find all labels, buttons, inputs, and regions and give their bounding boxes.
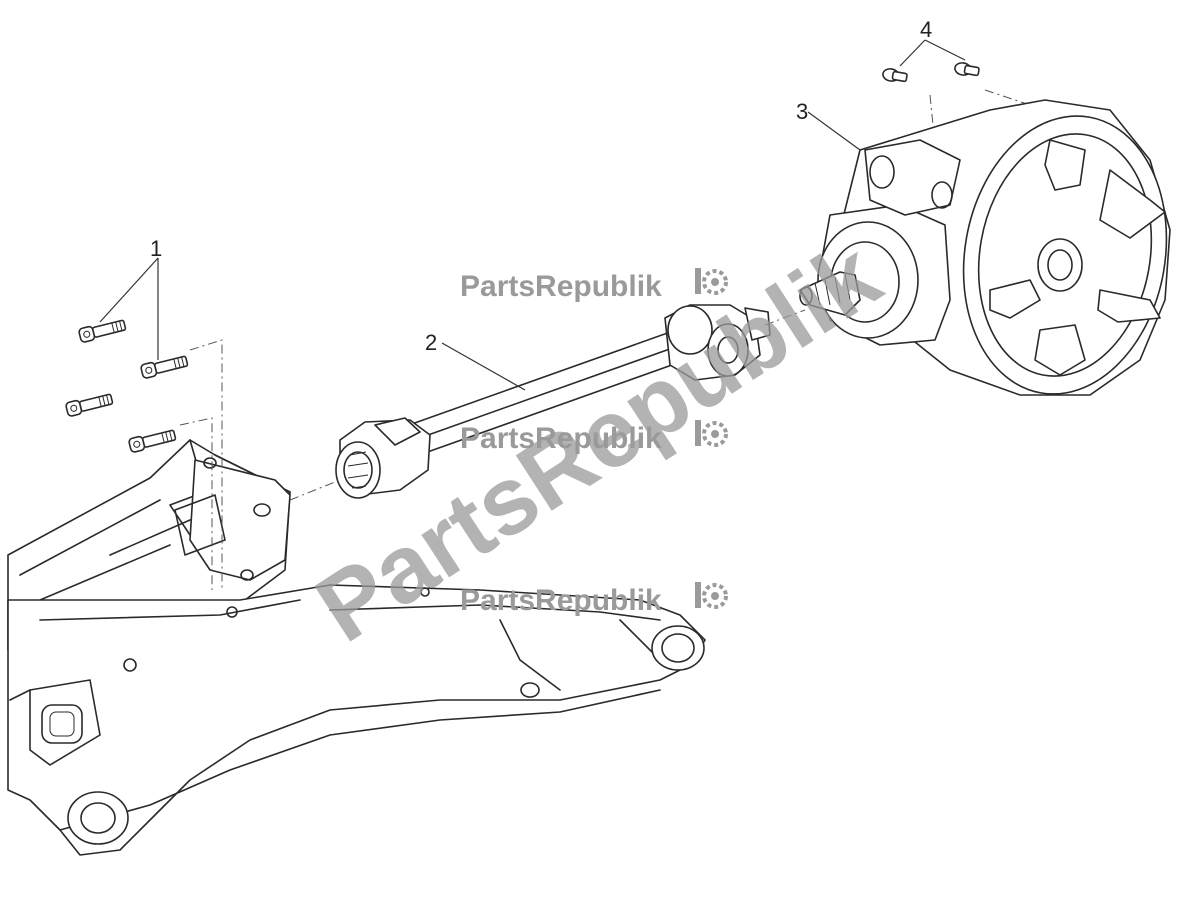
callout-2: 2	[425, 330, 437, 355]
screw-set-1	[65, 319, 223, 590]
drive-shaft	[289, 304, 806, 501]
callout-3: 3	[796, 99, 808, 124]
universal-joint-front	[335, 417, 431, 499]
callout-4: 4	[920, 17, 932, 42]
callout-1: 1	[150, 236, 162, 261]
screw-set-4	[882, 62, 980, 83]
callout-leaders	[99, 39, 966, 391]
swingarm-drawing	[7, 439, 706, 856]
final-drive-housing	[799, 89, 1171, 396]
universal-joint-rear	[664, 304, 771, 381]
watermark-text-2: PartsRepublik	[460, 422, 662, 455]
gear-icon	[695, 268, 728, 295]
watermark-text-3: PartsRepublik	[460, 584, 662, 617]
gear-icon	[695, 582, 728, 609]
watermark-text-1: PartsRepublik	[460, 270, 662, 303]
gear-icon	[695, 420, 728, 447]
